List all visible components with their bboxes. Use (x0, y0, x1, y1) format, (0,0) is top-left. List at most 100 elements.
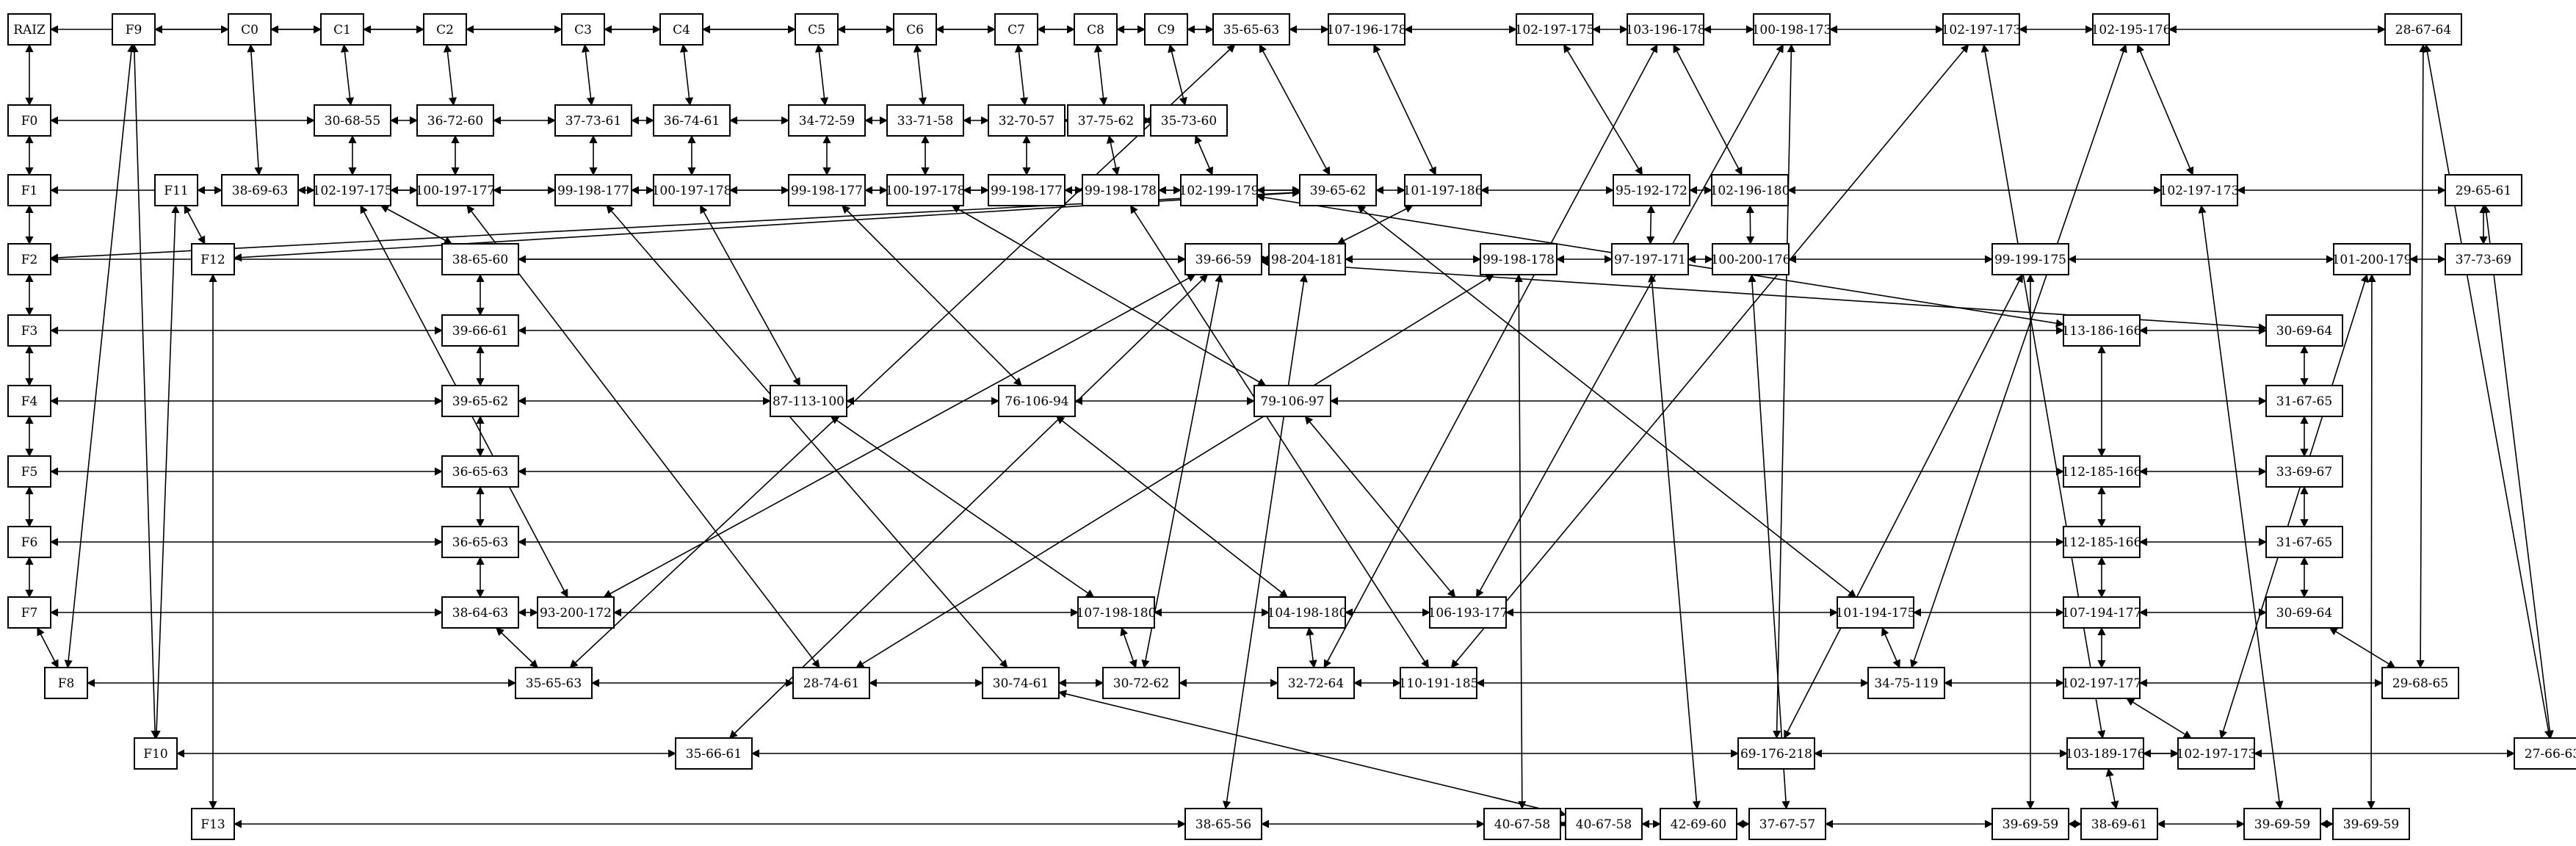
node-c4: C4 (659, 13, 703, 46)
edge-n102_197_173b-n39_69_59b (2198, 204, 2284, 810)
node-label: 35-73-60 (1161, 114, 1217, 129)
node-box (659, 13, 703, 46)
node-n28_67_64: 28-67-64 (2384, 13, 2462, 46)
node-box (441, 455, 519, 488)
node-n42_69_60: 42-69-60 (1660, 808, 1737, 840)
node-c0: C0 (228, 13, 272, 46)
node-n34_75_119: 34-75-119 (1867, 667, 1945, 699)
edge-c0-n38_69_63 (247, 43, 263, 176)
node-label: 107-194-177 (2062, 606, 2142, 621)
edge-n103_196_178-n102_196_180 (1673, 44, 1743, 176)
node-box (653, 174, 731, 206)
node-box (7, 314, 51, 347)
node-n99_198_177c: 99-198-177 (988, 174, 1066, 206)
node-label: 39-65-62 (452, 394, 508, 409)
node-box (2265, 596, 2343, 629)
node-label: 39-66-61 (452, 324, 508, 339)
node-n32_70_57: 32-70-57 (988, 104, 1066, 137)
node-n38_69_61: 38-69-61 (2080, 808, 2158, 840)
node-box (1991, 243, 2069, 275)
node-label: F3 (21, 324, 38, 339)
node-f0: F0 (7, 104, 51, 137)
node-box (1753, 13, 1831, 46)
node-label: F1 (21, 184, 38, 198)
node-box (982, 667, 1060, 699)
node-box (1328, 13, 1405, 46)
node-label: C5 (808, 23, 825, 37)
node-n39_69_59a: 39-69-59 (1991, 808, 2069, 840)
edge-n28_67_64-n27_66_63 (2423, 43, 2553, 740)
node-n39_65_62a: 39-65-62 (1299, 174, 1377, 206)
edge-n99_198_177b-n76_106_94 (842, 205, 1022, 386)
edge-n87_113_100-n107_198_180 (830, 416, 1095, 598)
node-label: F9 (126, 23, 142, 37)
node-label: 38-65-60 (452, 253, 508, 267)
node-f2: F2 (7, 243, 51, 275)
node-box (994, 13, 1038, 46)
node-n39_65_62b: 39-65-62 (441, 385, 519, 417)
node-box (191, 243, 235, 275)
edge-n35_65_63a-n35_65_63b (569, 44, 1236, 668)
node-box (2332, 808, 2410, 840)
edge-n79_106_97-n106_193_177 (1304, 416, 1456, 598)
node-n38_65_56: 38-65-56 (1184, 808, 1262, 840)
node-box (1077, 596, 1155, 629)
node-box (1268, 596, 1346, 629)
node-label: C9 (1157, 23, 1175, 37)
node-box (320, 13, 364, 46)
edge-n103_189_176-n38_69_61 (2105, 767, 2119, 810)
node-box (2265, 385, 2343, 417)
node-label: 112-185-166 (2062, 535, 2142, 550)
node-n37_75_62: 37-75-62 (1067, 104, 1145, 137)
node-n99_198_178b: 99-198-178 (1480, 243, 1557, 275)
node-label: 27-66-63 (2525, 747, 2576, 762)
node-box (441, 385, 519, 417)
edge-n100_198_173-n106_193_177 (1475, 44, 1784, 598)
node-n29_68_65: 29-68-65 (2381, 667, 2459, 699)
node-label: 107-198-180 (1077, 606, 1157, 621)
node-label: 32-72-64 (1288, 676, 1344, 691)
node-box (1184, 243, 1262, 275)
edge-n102_196_180-n100_200_176 (1745, 204, 1755, 245)
node-box (1565, 808, 1643, 840)
node-box (2080, 808, 2158, 840)
node-box (998, 385, 1076, 417)
node-label: 37-73-61 (565, 114, 621, 129)
node-label: 76-106-94 (1005, 394, 1068, 409)
node-n102_197_175a: 102-197-175 (1515, 13, 1594, 46)
node-label: 28-67-64 (2395, 23, 2451, 37)
node-box (537, 596, 615, 629)
node-label: 35-65-63 (526, 676, 582, 691)
node-label: 32-70-57 (999, 114, 1054, 129)
node-label: 40-67-58 (1576, 817, 1632, 832)
node-box (314, 174, 391, 206)
edge-n35_65_63a-n39_65_62a (1259, 44, 1331, 176)
node-box (788, 104, 866, 137)
edge-n100_198_173-n69_176_218 (1773, 43, 1795, 740)
node-box (416, 104, 494, 137)
node-label: 101-197-186 (1403, 184, 1483, 198)
node-label: 30-68-55 (325, 114, 380, 129)
node-f10: F10 (134, 737, 178, 770)
node-n102_197_173b: 102-197-173 (2160, 174, 2239, 206)
node-box (675, 737, 753, 770)
edge-f11-f12 (184, 205, 206, 245)
node-box (1613, 174, 1690, 206)
edge-n100_197_178a-n87_113_100 (699, 205, 801, 386)
node-n29_65_61: 29-65-61 (2445, 174, 2522, 206)
node-label: 31-67-65 (2276, 535, 2332, 550)
node-box (2063, 596, 2141, 629)
node-label: F2 (21, 253, 38, 267)
node-label: 102-197-177 (2062, 676, 2142, 691)
node-box (795, 13, 839, 46)
edge-n35_73_60-n102_199_179 (1194, 134, 1214, 176)
node-n107_194_177: 107-194-177 (2062, 596, 2142, 629)
node-box (7, 526, 51, 558)
node-c1: C1 (320, 13, 364, 46)
node-box (1837, 596, 1914, 629)
node-n28_74_61: 28-74-61 (792, 667, 870, 699)
edge-n102_197_177-n102_197_173c (2126, 698, 2192, 739)
node-box (1627, 13, 1704, 46)
node-box (1268, 243, 1346, 275)
